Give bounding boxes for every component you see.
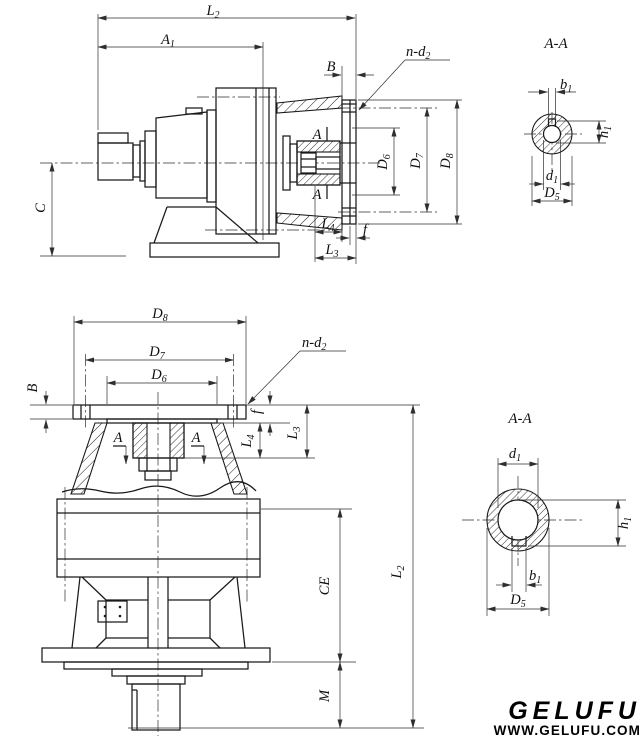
bottom-section-aa: A-A d1 h1 b1 D5 xyxy=(462,411,634,616)
section-cut-a-lower: A xyxy=(312,187,322,203)
dim-label-d5-top: D5 xyxy=(543,185,559,203)
dim-label-d7-bottom: D7 xyxy=(148,344,165,362)
section-title-aa-top: A-A xyxy=(543,36,568,52)
dim-label-b1-bottom: b1 xyxy=(529,568,541,586)
bell-cone-upper xyxy=(276,95,343,114)
dim-label-m: M xyxy=(317,689,333,703)
dim-label-h1-bottom: h1 xyxy=(616,517,634,529)
dim-label-d6-bottom: D6 xyxy=(150,367,166,385)
dim-label-nd2-bottom: n-d2 xyxy=(302,335,326,353)
brand-website: WWW.GELUFU.COM xyxy=(494,723,641,738)
brand-name: GELUFU xyxy=(508,697,641,725)
dim-label-d7-top: D7 xyxy=(408,152,426,169)
dim-label-ce: CE xyxy=(317,577,333,596)
bolt-head xyxy=(300,152,317,174)
output-flange xyxy=(72,404,247,420)
dim-label-d8-top: D8 xyxy=(438,153,456,169)
output-shaft xyxy=(131,683,181,731)
dim-label-l4-bottom: L4 xyxy=(239,434,257,448)
dim-label-b-bottom: B xyxy=(25,383,41,392)
section-cut-a-right: A xyxy=(191,430,201,446)
bottom-view: A A D8 D7 D6 B n-d2 xyxy=(25,306,424,736)
gear-housing xyxy=(56,498,261,578)
reducer-vertical-outline xyxy=(41,404,271,731)
dim-label-l2-bottom: L2 xyxy=(389,565,407,579)
dim-label-l3-top: L3 xyxy=(324,242,338,260)
dim-label-d1-bottom: d1 xyxy=(509,446,521,464)
dim-label-h1-top: h1 xyxy=(596,126,614,138)
shaft-bore-top xyxy=(542,124,562,144)
dim-label-l4-top: L4 xyxy=(320,216,334,234)
dim-label-b1-top: b1 xyxy=(560,77,572,95)
dim-label-d8-bottom: D8 xyxy=(151,306,167,324)
terminal-box xyxy=(97,600,128,623)
section-title-aa-bottom: A-A xyxy=(507,411,532,427)
bell-leg-left xyxy=(70,422,108,495)
mounting-flange xyxy=(341,99,357,225)
dim-label-d6-top: D6 xyxy=(375,154,393,170)
dim-label-b-top: B xyxy=(327,59,336,75)
dim-label-l3-bottom: L3 xyxy=(285,426,303,440)
top-section-aa: A-A b1 h1 d1 D5 xyxy=(524,36,614,206)
break-line xyxy=(61,481,257,497)
brand-logo: GELUFU WWW.GELUFU.COM xyxy=(494,697,641,738)
top-view: A A L2 A1 B n-d2 C xyxy=(33,3,462,264)
section-cut-a-left: A xyxy=(113,430,123,446)
dim-label-l2-top: L2 xyxy=(205,3,219,21)
dim-label-d5-bottom: D5 xyxy=(509,592,525,610)
bottom-view-dimensions: D8 D7 D6 B n-d2 f L4 xyxy=(25,306,424,729)
section-cut-a-upper: A xyxy=(312,127,322,143)
top-view-dimensions: L2 A1 B n-d2 C D6 D7 D8 xyxy=(33,3,462,264)
dim-label-nd2-top: n-d2 xyxy=(406,44,430,62)
dim-label-c: C xyxy=(33,203,49,213)
reducer-side-outline xyxy=(97,87,357,258)
section-cut-marks-bottom-view: A A xyxy=(113,430,207,465)
keyway-bottom xyxy=(511,536,527,547)
keyway-top xyxy=(547,118,557,127)
shaft-bore-bottom xyxy=(497,499,539,541)
dim-label-d1-top: d1 xyxy=(546,168,558,186)
dim-label-f-top: f xyxy=(363,222,369,238)
section-cut-marks-top-view: A A xyxy=(312,127,328,203)
base-plate xyxy=(41,647,271,663)
dim-label-f-bottom: f xyxy=(249,408,265,414)
dim-label-a1: A1 xyxy=(160,32,175,50)
